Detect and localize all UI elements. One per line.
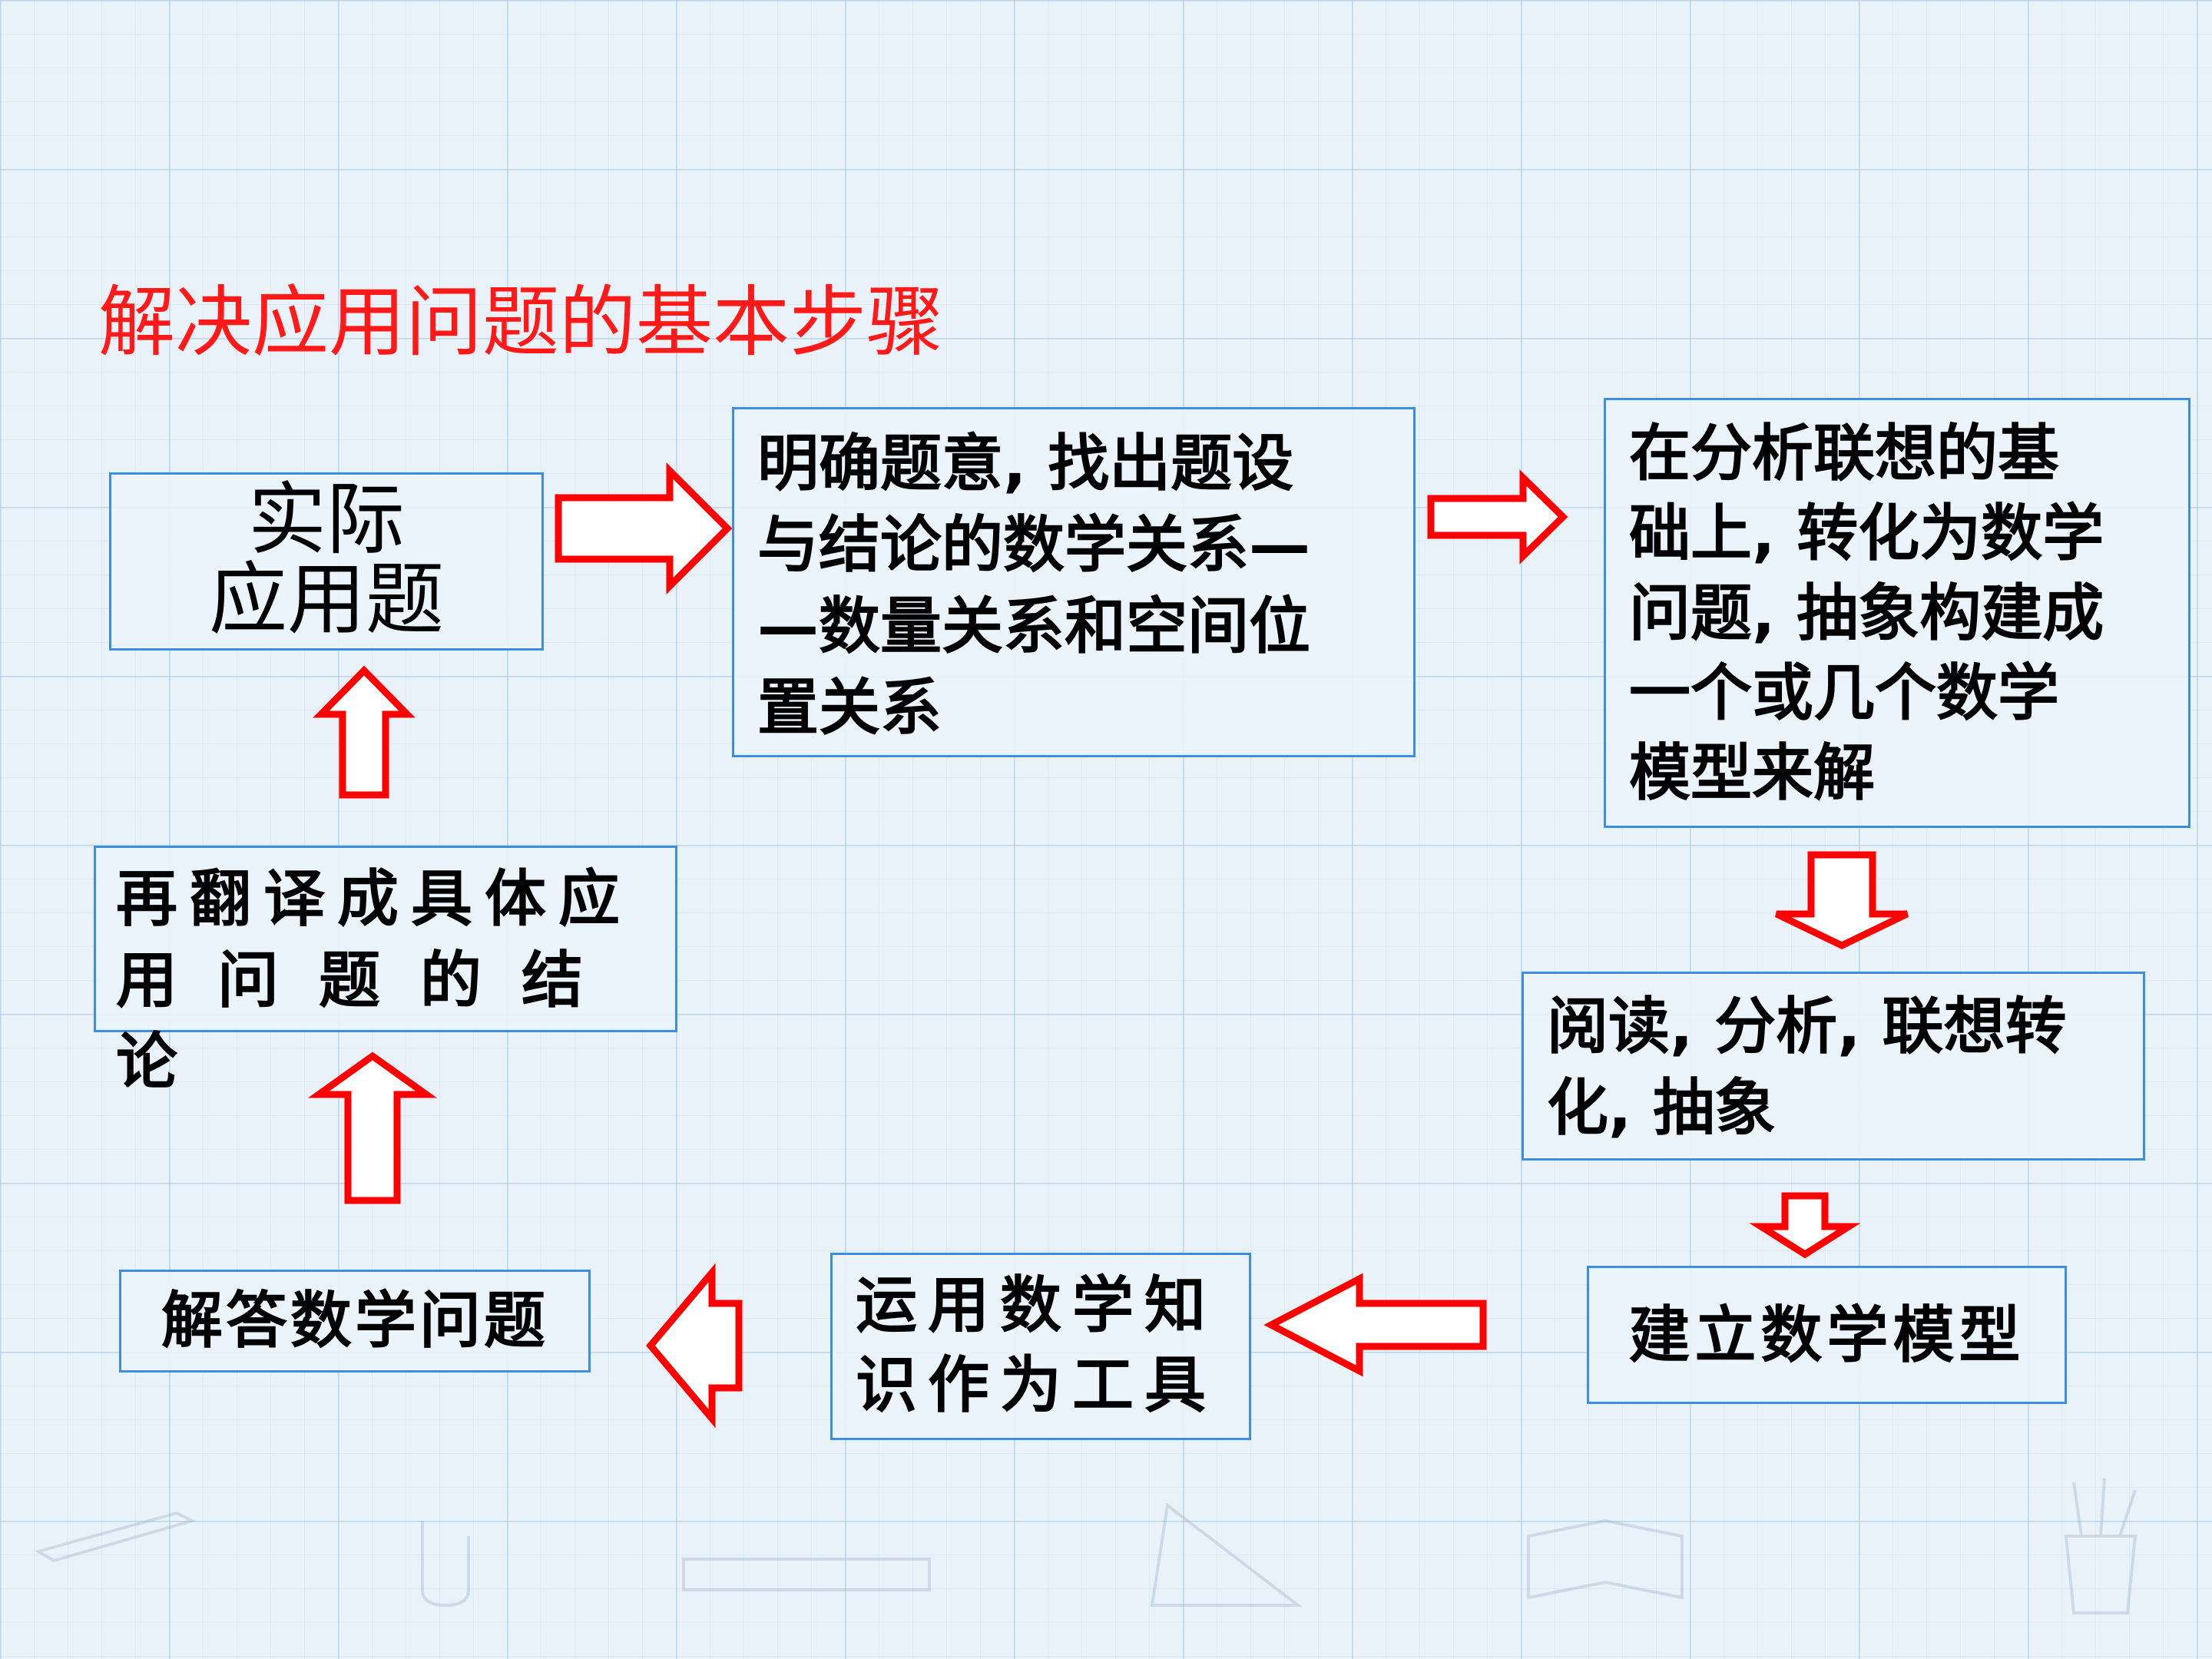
doodle-clip-icon <box>399 1505 492 1613</box>
arrow-solve-to-translate <box>307 1051 438 1204</box>
box-transform: 在分析联想的基 础上, 转化为数学 问题, 抽象构建成 一个或几个数学 模型来解 <box>1604 398 2190 828</box>
arrow-actual-to-clarify <box>555 462 733 594</box>
arrow-knowledge-to-solve <box>646 1263 743 1429</box>
box-use-knowledge: 运用数学知 识作为工具 <box>830 1253 1251 1440</box>
arrow-read-to-model <box>1749 1192 1861 1259</box>
box-read: 阅读, 分析, 联想转 化, 抽象 <box>1522 972 2145 1161</box>
doodle-pencil-icon <box>31 1498 200 1567</box>
box-clarify-line3: —数量关系和空间位 <box>757 591 1310 662</box>
box-use-knowledge-line1: 运用数学知 <box>856 1270 1217 1341</box>
arrow-clarify-to-transform <box>1427 469 1568 565</box>
box-solve: 解答数学问题 <box>119 1270 591 1373</box>
box-transform-line1: 在分析联想的基 <box>1629 418 2059 489</box>
box-read-line2: 化, 抽象 <box>1547 1072 1777 1144</box>
page-title: 解决应用问题的基本步骤 <box>98 277 943 367</box>
arrow-model-to-knowledge <box>1263 1273 1487 1377</box>
box-translate-line2: 用问题的结论 <box>116 945 623 1098</box>
box-clarify: 明确题意, 找出题设 与结论的数学关系— —数量关系和空间位 置关系 <box>732 407 1416 757</box>
box-clarify-line1: 明确题意, 找出题设 <box>757 428 1294 499</box>
box-build-model: 建立数学模型 <box>1587 1266 2067 1404</box>
doodle-triangle-icon <box>1137 1490 1313 1621</box>
arrow-transform-to-read <box>1773 851 1911 949</box>
box-solve-text: 解答数学问题 <box>161 1285 548 1356</box>
box-actual-problem-line1: 实际 <box>248 475 405 566</box>
box-transform-line4: 一个或几个数学 <box>1629 657 2059 729</box>
box-actual-problem: 实际 应用题 <box>109 472 544 651</box>
box-translate-line1: 再翻译成具体应 <box>116 863 632 935</box>
box-build-model-text: 建立数学模型 <box>1628 1300 2025 1371</box>
box-clarify-line2: 与结论的数学关系— <box>757 509 1310 581</box>
box-read-line1: 阅读, 分析, 联想转 <box>1547 991 2067 1062</box>
box-translate: 再翻译成具体应 用问题的结论 <box>94 846 677 1098</box>
doodle-pencil-cup-icon <box>2043 1475 2158 1621</box>
box-transform-line2: 础上, 转化为数学 <box>1629 498 2104 569</box>
arrow-translate-to-actual <box>313 665 416 799</box>
box-clarify-line4: 置关系 <box>757 672 942 743</box>
box-use-knowledge-line2: 识作为工具 <box>856 1349 1217 1421</box>
box-transform-line5: 模型来解 <box>1629 737 1875 809</box>
doodle-book-icon <box>1521 1505 1690 1613</box>
box-actual-problem-line2: 应用题 <box>209 555 444 646</box>
doodle-ruler-icon <box>676 1544 937 1605</box>
box-transform-line3: 问题, 抽象构建成 <box>1629 578 2104 649</box>
